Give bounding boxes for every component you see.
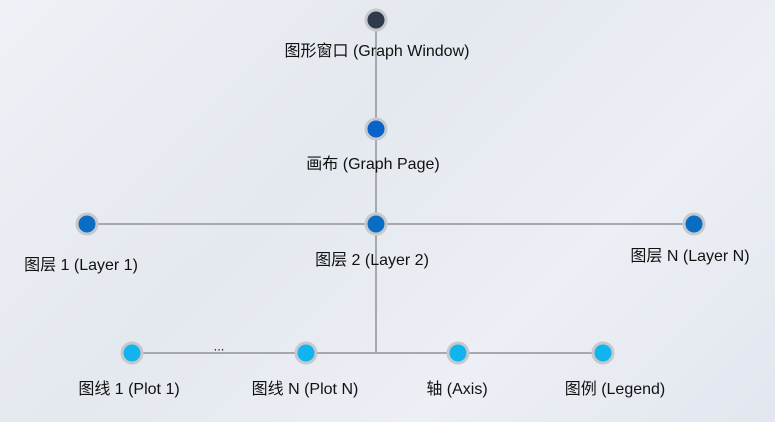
- label-graph-window: 图形窗口 (Graph Window): [284, 43, 470, 60]
- label-layer-1: 图层 1 (Layer 1): [24, 257, 138, 274]
- label-layer-n: 图层 N (Layer N): [630, 248, 750, 265]
- label-plot-n: 图线 N (Plot N): [251, 381, 359, 398]
- label-axis: 轴 (Axis): [426, 381, 488, 398]
- node-axis: [446, 341, 470, 365]
- node-legend: [591, 341, 615, 365]
- node-layer-2: [364, 212, 388, 236]
- node-graph-page: [364, 117, 388, 141]
- ellipsis: ...: [213, 338, 225, 354]
- label-layer-2: 图层 2 (Layer 2): [315, 252, 429, 269]
- node-plot-n: [294, 341, 318, 365]
- label-legend: 图例 (Legend): [564, 381, 666, 398]
- node-plot-1: [120, 341, 144, 365]
- label-plot-1: 图线 1 (Plot 1): [78, 381, 180, 398]
- label-graph-page: 画布 (Graph Page): [306, 156, 440, 173]
- node-layer-1: [75, 212, 99, 236]
- node-layer-n: [682, 212, 706, 236]
- node-graph-window: [364, 8, 388, 32]
